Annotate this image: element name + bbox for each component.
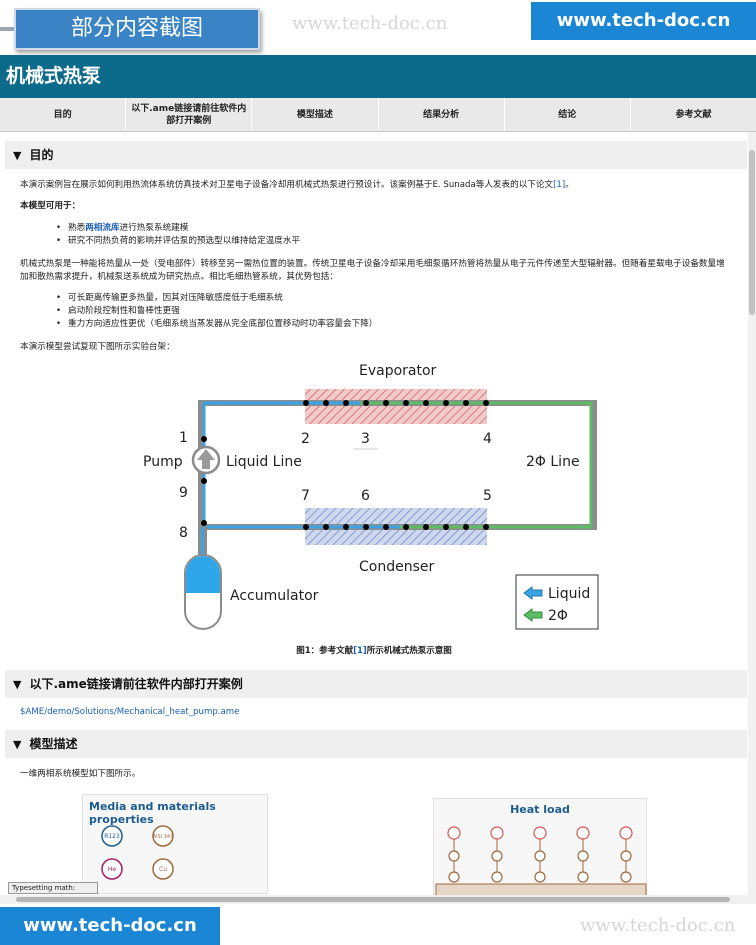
heat-pump-paragraph: 机械式热泵是一种能将热量从一处（受电部件）转移至另一需热位置的装置。传统卫星电子…	[20, 259, 725, 282]
horizontal-scrollbar-thumb[interactable]	[16, 897, 730, 902]
figure-intro: 本演示模型尝试复现下图所示实验台架：	[20, 342, 175, 352]
watermark: www.tech-doc.cn	[292, 13, 448, 34]
node-label: 6	[361, 488, 370, 504]
reference-link[interactable]: [1]	[553, 180, 566, 190]
media-properties-panel: Media and materials properties R123 AlSi…	[82, 794, 268, 894]
media-item-label: R123	[104, 833, 120, 840]
vertical-scrollbar-thumb[interactable]	[749, 150, 755, 315]
figure-caption: 图1：参考文献[1]所示机械式热泵示意图	[0, 644, 748, 656]
two-phase-line-label: 2Φ Line	[526, 454, 580, 470]
liquid-line-label: Liquid Line	[226, 454, 302, 470]
list-item: 研究不同热负荷的影响并评估泵的预选型以维持给定温度水平	[56, 235, 300, 248]
tab-ame-link[interactable]: 以下.ame链接请前往软件内部打开案例	[126, 98, 253, 131]
section-title: 模型描述	[29, 737, 78, 751]
node-label: 4	[483, 431, 492, 447]
typesetting-status: Typesetting math: 100%	[8, 882, 98, 902]
heat-pump-diagram: Evaporator Condenser Pump Liquid Line 2Φ…	[143, 363, 599, 630]
media-item-label: He	[108, 866, 117, 873]
list-item: 可长距离传输更多热量，因其对压降敏感度低于毛细系统	[56, 292, 283, 305]
vertical-scrollbar[interactable]	[748, 132, 756, 895]
site-badge: www.tech-doc.cn	[531, 2, 756, 40]
page-title: 机械式热泵	[0, 55, 756, 98]
pump-label: Pump	[143, 454, 183, 470]
section-header-ame[interactable]: ▼ 以下.ame链接请前往软件内部打开案例	[5, 670, 747, 698]
model-text: 一维两相系统模型如下图所示。	[20, 769, 141, 779]
legend-box	[515, 574, 599, 630]
heat-load-title: Heat load	[510, 803, 570, 816]
he-icon[interactable]	[101, 858, 123, 880]
evaporator-label: Evaporator	[359, 363, 437, 379]
tab-purpose[interactable]: 目的	[0, 98, 127, 131]
collapse-triangle-icon[interactable]: ▼	[13, 678, 22, 691]
node-label: 3	[361, 431, 370, 447]
top-banner: 部分内容截图 www.tech-doc.cn www.tech-doc.cn	[0, 0, 756, 55]
cu-icon[interactable]	[152, 858, 174, 880]
legend-liquid: Liquid	[548, 586, 590, 602]
r123-icon[interactable]	[101, 825, 123, 847]
legend-liquid-arrow-icon	[523, 586, 543, 600]
accumulator-pipe-fill	[201, 527, 204, 559]
section-header-model[interactable]: ▼ 模型描述	[5, 730, 747, 758]
node-label: 9	[179, 485, 188, 501]
tab-references[interactable]: 参考文献	[675, 109, 712, 120]
section-title: 以下.ame链接请前往软件内部打开案例	[29, 677, 243, 691]
intro-paragraph: 本演示案例旨在展示如何利用热流体系统仿真技术对卫星电子设备冷却用机械式热泵进行预…	[20, 179, 730, 192]
node-label: 1	[179, 430, 188, 446]
tab-bar: 目的 以下.ame链接请前往软件内部打开案例 模型描述 结果分析 结论 参考文献	[0, 98, 756, 132]
ame-path-link[interactable]: $AME/demo/Solutions/Mechanical_heat_pump…	[20, 707, 240, 717]
section-header-purpose[interactable]: ▼ 目的	[5, 141, 747, 169]
accumulator-label: Accumulator	[230, 588, 319, 604]
node-label: 7	[301, 488, 310, 504]
intro-end: 。	[565, 180, 574, 190]
node-label: 8	[179, 525, 188, 541]
list-item: 启动阶段控制性和鲁棒性更强	[56, 305, 180, 318]
tab-results[interactable]: 结果分析	[379, 98, 505, 131]
footer-site-badge: www.tech-doc.cn	[0, 907, 220, 945]
two-phase-library-link[interactable]: 两相流库	[85, 223, 120, 233]
usable-label: 本模型可用于：	[20, 201, 81, 211]
intro-text: 本演示案例旨在展示如何利用热流体系统仿真技术对卫星电子设备冷却用机械式热泵进行预…	[20, 180, 554, 190]
collapse-triangle-icon[interactable]: ▼	[13, 738, 22, 751]
list-item: 熟悉两相流库进行热泵系统建模	[56, 222, 189, 235]
caption-text: 图1：参考文献	[296, 646, 354, 656]
legend-2phi: 2Φ	[548, 608, 568, 624]
section-title: 目的	[29, 148, 54, 162]
tab-model-description[interactable]: 模型描述	[252, 98, 379, 131]
list-text: 进行热泵系统建模	[119, 223, 189, 233]
legend-2phi-arrow-icon	[523, 608, 543, 622]
media-icons: R123 AlSi 347 He Cu	[101, 825, 174, 880]
accumulator-liquid	[186, 556, 220, 593]
list-item: 重力方向适应性更优（毛细系统当蒸发器从完全底部位置移动时功率容量会下降）	[56, 318, 377, 331]
tab-conclusion[interactable]: 结论	[505, 98, 631, 131]
alsi-icon[interactable]	[152, 825, 174, 847]
caption-text: 所示机械式热泵示意图	[366, 646, 452, 656]
collapse-triangle-icon[interactable]: ▼	[13, 149, 22, 162]
watermark: www.tech-doc.cn	[580, 915, 736, 936]
media-properties-title: Media and materials properties	[89, 800, 216, 826]
two-phase-line	[322, 401, 593, 529]
heat-load-icons	[435, 826, 647, 895]
condenser-label: Condenser	[359, 559, 434, 575]
evaporator-block	[305, 389, 487, 424]
node-label: 5	[483, 488, 492, 504]
media-item-label: AlSi 347	[153, 834, 174, 840]
node-dots	[201, 400, 489, 530]
list-text: 熟悉	[68, 223, 86, 233]
pump-arrow-icon	[197, 449, 215, 469]
heat-load-panel: Heat load	[433, 798, 647, 895]
section-badge: 部分内容截图	[14, 8, 260, 50]
media-item-label: Cu	[159, 866, 167, 873]
node-label: 2	[301, 431, 310, 447]
content-area: ▼ 目的 本演示案例旨在展示如何利用热流体系统仿真技术对卫星电子设备冷却用机械式热…	[0, 132, 748, 895]
caption-reference-link[interactable]: [1]	[353, 646, 367, 656]
